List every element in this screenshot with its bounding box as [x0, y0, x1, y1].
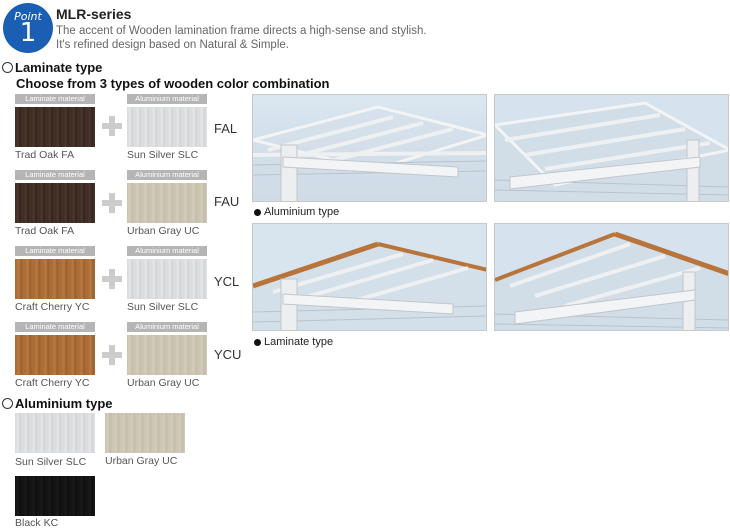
aluminium-caption-text: Aluminium type [264, 206, 340, 218]
aluminium-type-caption: Aluminium type [254, 206, 339, 218]
metal-label: Sun Silver SLC [127, 301, 199, 313]
laminate-carport-photo-1 [252, 223, 487, 331]
combo-code: YCU [214, 347, 242, 362]
aluminium-material-tag: Aluminium material [127, 322, 207, 332]
metal-label: Sun Silver SLC [127, 149, 199, 161]
circle-icon [2, 398, 13, 409]
laminate-carport-photo-2 [494, 223, 729, 331]
laminate-caption-text: Laminate type [264, 336, 334, 348]
aluminium-carport-photo-2 [494, 94, 729, 202]
sun-silver-swatch [127, 107, 207, 147]
series-title: MLR-series [56, 6, 132, 22]
aluminium-section-title: Aluminium type [2, 396, 113, 411]
wood-label: Trad Oak FA [15, 225, 75, 237]
aluminium-material-tag: Aluminium material [127, 94, 207, 104]
wood-label: Trad Oak FA [15, 149, 75, 161]
aluminium-material-tag: Aluminium material [127, 170, 207, 180]
urban-gray-swatch [127, 183, 207, 223]
craft-cherry-swatch [15, 259, 95, 299]
combo-code: FAL [214, 121, 238, 136]
badge-word: Point [14, 10, 42, 23]
plus-icon [102, 116, 122, 136]
aluminium-title-text: Aluminium type [15, 396, 113, 411]
wood-label: Craft Cherry YC [15, 301, 90, 313]
description-line-2: It's refined design based on Natural & S… [56, 39, 289, 51]
laminate-material-tag: Laminate material [15, 322, 95, 332]
trad-oak-swatch [15, 107, 95, 147]
laminate-material-tag: Laminate material [15, 246, 95, 256]
urban-gray-swatch [105, 413, 185, 453]
plus-icon [102, 345, 122, 365]
aluminium-color-label: Urban Gray UC [105, 455, 178, 467]
urban-gray-swatch [127, 335, 207, 375]
craft-cherry-swatch [15, 335, 95, 375]
sun-silver-swatch [127, 259, 207, 299]
laminate-material-tag: Laminate material [15, 170, 95, 180]
laminate-title-text: Laminate type [15, 60, 103, 75]
laminate-section-title: Laminate type [2, 60, 102, 75]
black-swatch [15, 476, 95, 516]
bullet-dot-icon [254, 208, 261, 216]
badge-number: 1 [19, 18, 37, 48]
laminate-type-caption: Laminate type [254, 336, 333, 348]
combo-code: YCL [214, 274, 240, 289]
trad-oak-swatch [15, 183, 95, 223]
metal-label: Urban Gray UC [127, 225, 200, 237]
laminate-subtitle: Choose from 3 types of wooden color comb… [16, 76, 330, 91]
plus-icon [102, 269, 122, 289]
description-line-1: The accent of Wooden lamination frame di… [56, 25, 427, 37]
point-badge: Point 1 [3, 3, 53, 53]
circle-icon [2, 62, 13, 73]
sun-silver-swatch [15, 413, 95, 453]
metal-label: Urban Gray UC [127, 377, 200, 389]
plus-icon [102, 193, 122, 213]
aluminium-carport-photo-1 [252, 94, 487, 202]
laminate-material-tag: Laminate material [15, 94, 95, 104]
aluminium-color-label: Sun Silver SLC [15, 456, 87, 468]
aluminium-color-label: Black KC [15, 517, 59, 529]
combo-code: FAU [214, 194, 240, 209]
wood-label: Craft Cherry YC [15, 377, 90, 389]
aluminium-material-tag: Aluminium material [127, 246, 207, 256]
bullet-dot-icon [254, 338, 261, 346]
